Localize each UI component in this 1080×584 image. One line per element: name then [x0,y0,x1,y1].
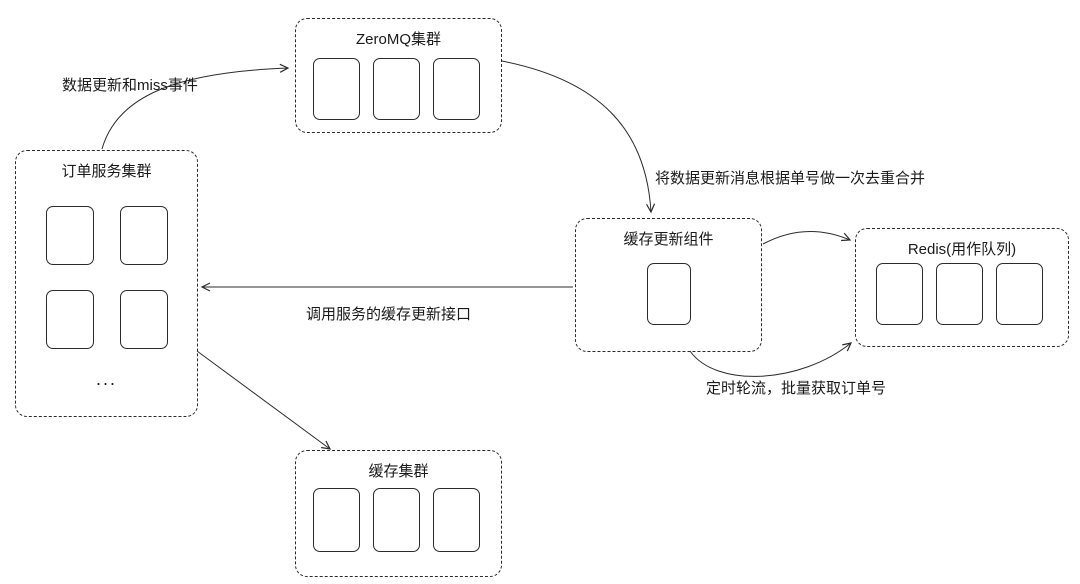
server-unit [120,206,168,265]
server-unit [46,206,94,265]
redis-unit [996,263,1043,325]
server-unit [46,290,94,349]
redis-unit [936,263,983,325]
node-cache-update-component: 缓存更新组件 [575,218,762,352]
cache-unit [373,488,420,552]
node-redis-queue: Redis(用作队列) [855,228,1069,347]
node-title-cache-cluster: 缓存集群 [368,463,429,480]
edge-label-call-cache-update-api: 调用服务的缓存更新接口 [306,306,472,323]
more-units-ellipsis: ... [95,369,117,389]
arrow-updater-to-redis-top [762,231,852,245]
queue-unit [373,58,420,120]
node-cache-cluster: 缓存集群 [295,450,502,577]
edge-label-update-and-miss-events: 数据更新和miss事件 [62,77,198,94]
redis-unit [876,263,923,325]
edge-label-poll-batch-fetch: 定时轮流，批量获取订单号 [706,380,887,397]
node-title-zeromq: ZeroMQ集群 [355,31,441,48]
node-title-order-service: 订单服务集群 [61,163,152,180]
edge-label-dedupe-merge: 将数据更新消息根据单号做一次去重合并 [655,170,926,187]
node-order-service-cluster: 订单服务集群 ... [15,150,198,417]
cache-unit [313,488,360,552]
node-title-cache-updater: 缓存更新组件 [623,231,714,248]
arrow-zeromq-to-updater [501,60,656,214]
queue-unit [433,58,480,120]
arrow-order-to-cache-cluster [196,350,332,450]
cache-unit [433,488,480,552]
node-title-redis: Redis(用作队列) [907,241,1017,258]
queue-unit [313,58,360,120]
server-unit [120,290,168,349]
worker-unit [647,263,691,325]
node-zeromq-cluster: ZeroMQ集群 [295,18,502,133]
